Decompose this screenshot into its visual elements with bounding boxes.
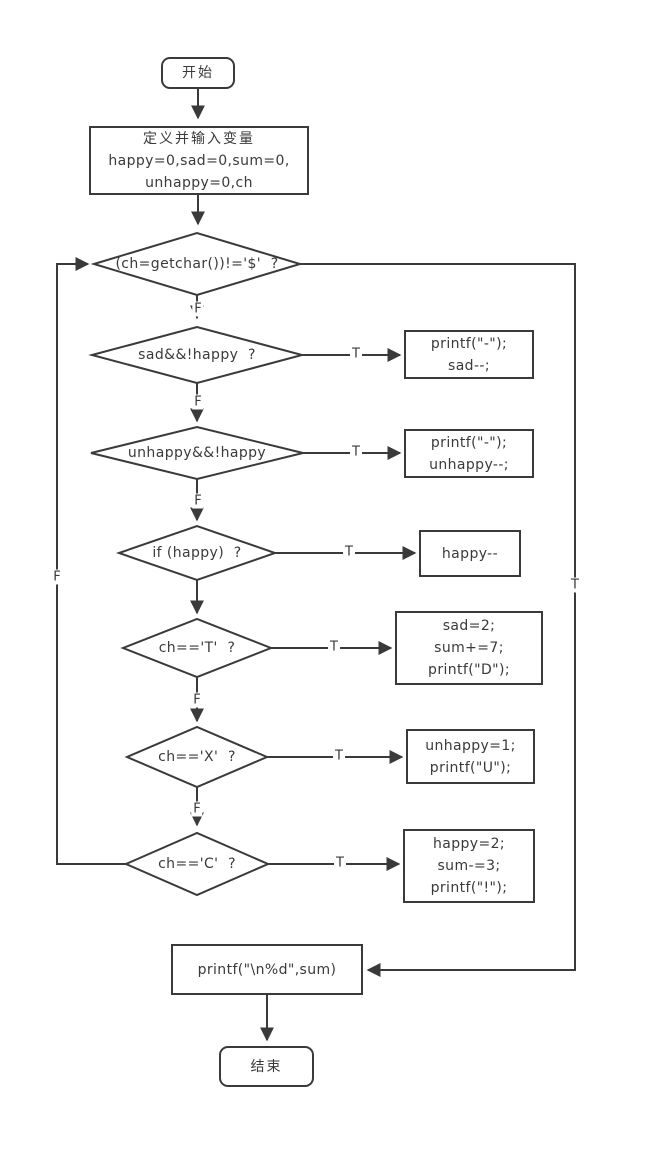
chC-action-line-3: printf("!");: [430, 880, 508, 896]
label-chX-false: F: [191, 801, 203, 817]
label-chX-true: T: [333, 748, 345, 764]
start-node: 开始: [182, 65, 214, 81]
print-shape: [171, 944, 363, 995]
chC-diamond-shape: [123, 831, 271, 897]
label-happy-true: T: [343, 544, 355, 560]
happy-action-line-1: happy--: [441, 545, 499, 562]
chX-action-line-2: printf("U");: [429, 759, 512, 776]
chC-decision: ch=='C' ?: [158, 856, 236, 872]
unhappy-action-line-1: printf("-");: [430, 434, 508, 451]
chT-decision: ch=='T' ?: [158, 640, 236, 656]
while-decision: (ch=getchar())!='$' ?: [115, 256, 279, 272]
chT-action-shape: [395, 611, 543, 685]
chC-action-shape: [403, 829, 535, 903]
happy-decision: if (happy) ?: [152, 545, 242, 561]
unhappy-action: printf("-"); unhappy--;: [405, 430, 533, 477]
label-loop-false: F: [51, 569, 63, 585]
start-shape: [161, 57, 235, 89]
label-chT-true: T: [328, 639, 340, 655]
label-sad-true: T: [350, 346, 362, 362]
label-sad-false: F: [192, 394, 204, 410]
label-while-false: F: [192, 301, 204, 317]
edge-exit-to-print: [300, 263, 576, 977]
chX-action: unhappy=1; printf("U");: [407, 730, 534, 783]
unhappy-action-shape: [404, 429, 534, 478]
happy-diamond-shape: [115, 524, 279, 582]
chX-action-shape: [406, 729, 535, 784]
sad-action: printf("-"); sad--;: [405, 331, 533, 378]
happy-action-shape: [419, 530, 521, 577]
label-exit-true: T: [569, 577, 581, 593]
edge-loop-back: [56, 257, 126, 865]
chC-action: happy=2; sum-=3; printf("!");: [404, 830, 534, 902]
sad-action-shape: [404, 330, 534, 379]
label-unhappy-true: T: [350, 444, 362, 460]
chC-action-line-2: sum-=3;: [437, 858, 501, 874]
chC-action-line-1: happy=2;: [432, 836, 506, 852]
unhappy-decision: unhappy&&!happy: [127, 445, 267, 461]
chT-action-line-3: printf("D");: [428, 662, 510, 678]
end-node: 结束: [250, 1058, 283, 1075]
init-line-1: 定义并输入变量: [143, 130, 255, 147]
sad-action-line-2: sad--;: [448, 357, 490, 374]
init-line-3: unhappy=0,ch: [145, 174, 253, 191]
end-shape: [219, 1046, 314, 1087]
label-chC-true: T: [334, 855, 346, 871]
sad-action-line-1: printf("-");: [430, 335, 508, 352]
unhappy-action-line-2: unhappy--;: [429, 456, 509, 473]
chT-action: sad=2; sum+=7; printf("D");: [396, 612, 542, 684]
label-chT-false: F: [191, 692, 203, 708]
chX-diamond-shape: [124, 725, 270, 789]
label-unhappy-false: F: [192, 493, 204, 509]
chX-decision: ch=='X' ?: [158, 749, 236, 765]
chX-action-line-1: unhappy=1;: [425, 737, 516, 754]
unhappy-diamond-shape: [90, 425, 304, 481]
print-node: printf("\n%d",sum): [197, 961, 337, 978]
init-node: 定义并输入变量 happy=0,sad=0,sum=0, unhappy=0,c…: [90, 127, 308, 194]
init-shape: [89, 126, 309, 195]
while-diamond-shape: [90, 231, 304, 297]
chT-action-line-2: sum+=7;: [434, 640, 504, 656]
chT-action-line-1: sad=2;: [442, 618, 496, 634]
sad-decision: sad&&!happy ?: [138, 347, 256, 363]
chT-diamond-shape: [120, 617, 274, 679]
init-line-2: happy=0,sad=0,sum=0,: [108, 152, 290, 169]
happy-action: happy--: [420, 531, 520, 576]
sad-diamond-shape: [88, 325, 306, 385]
